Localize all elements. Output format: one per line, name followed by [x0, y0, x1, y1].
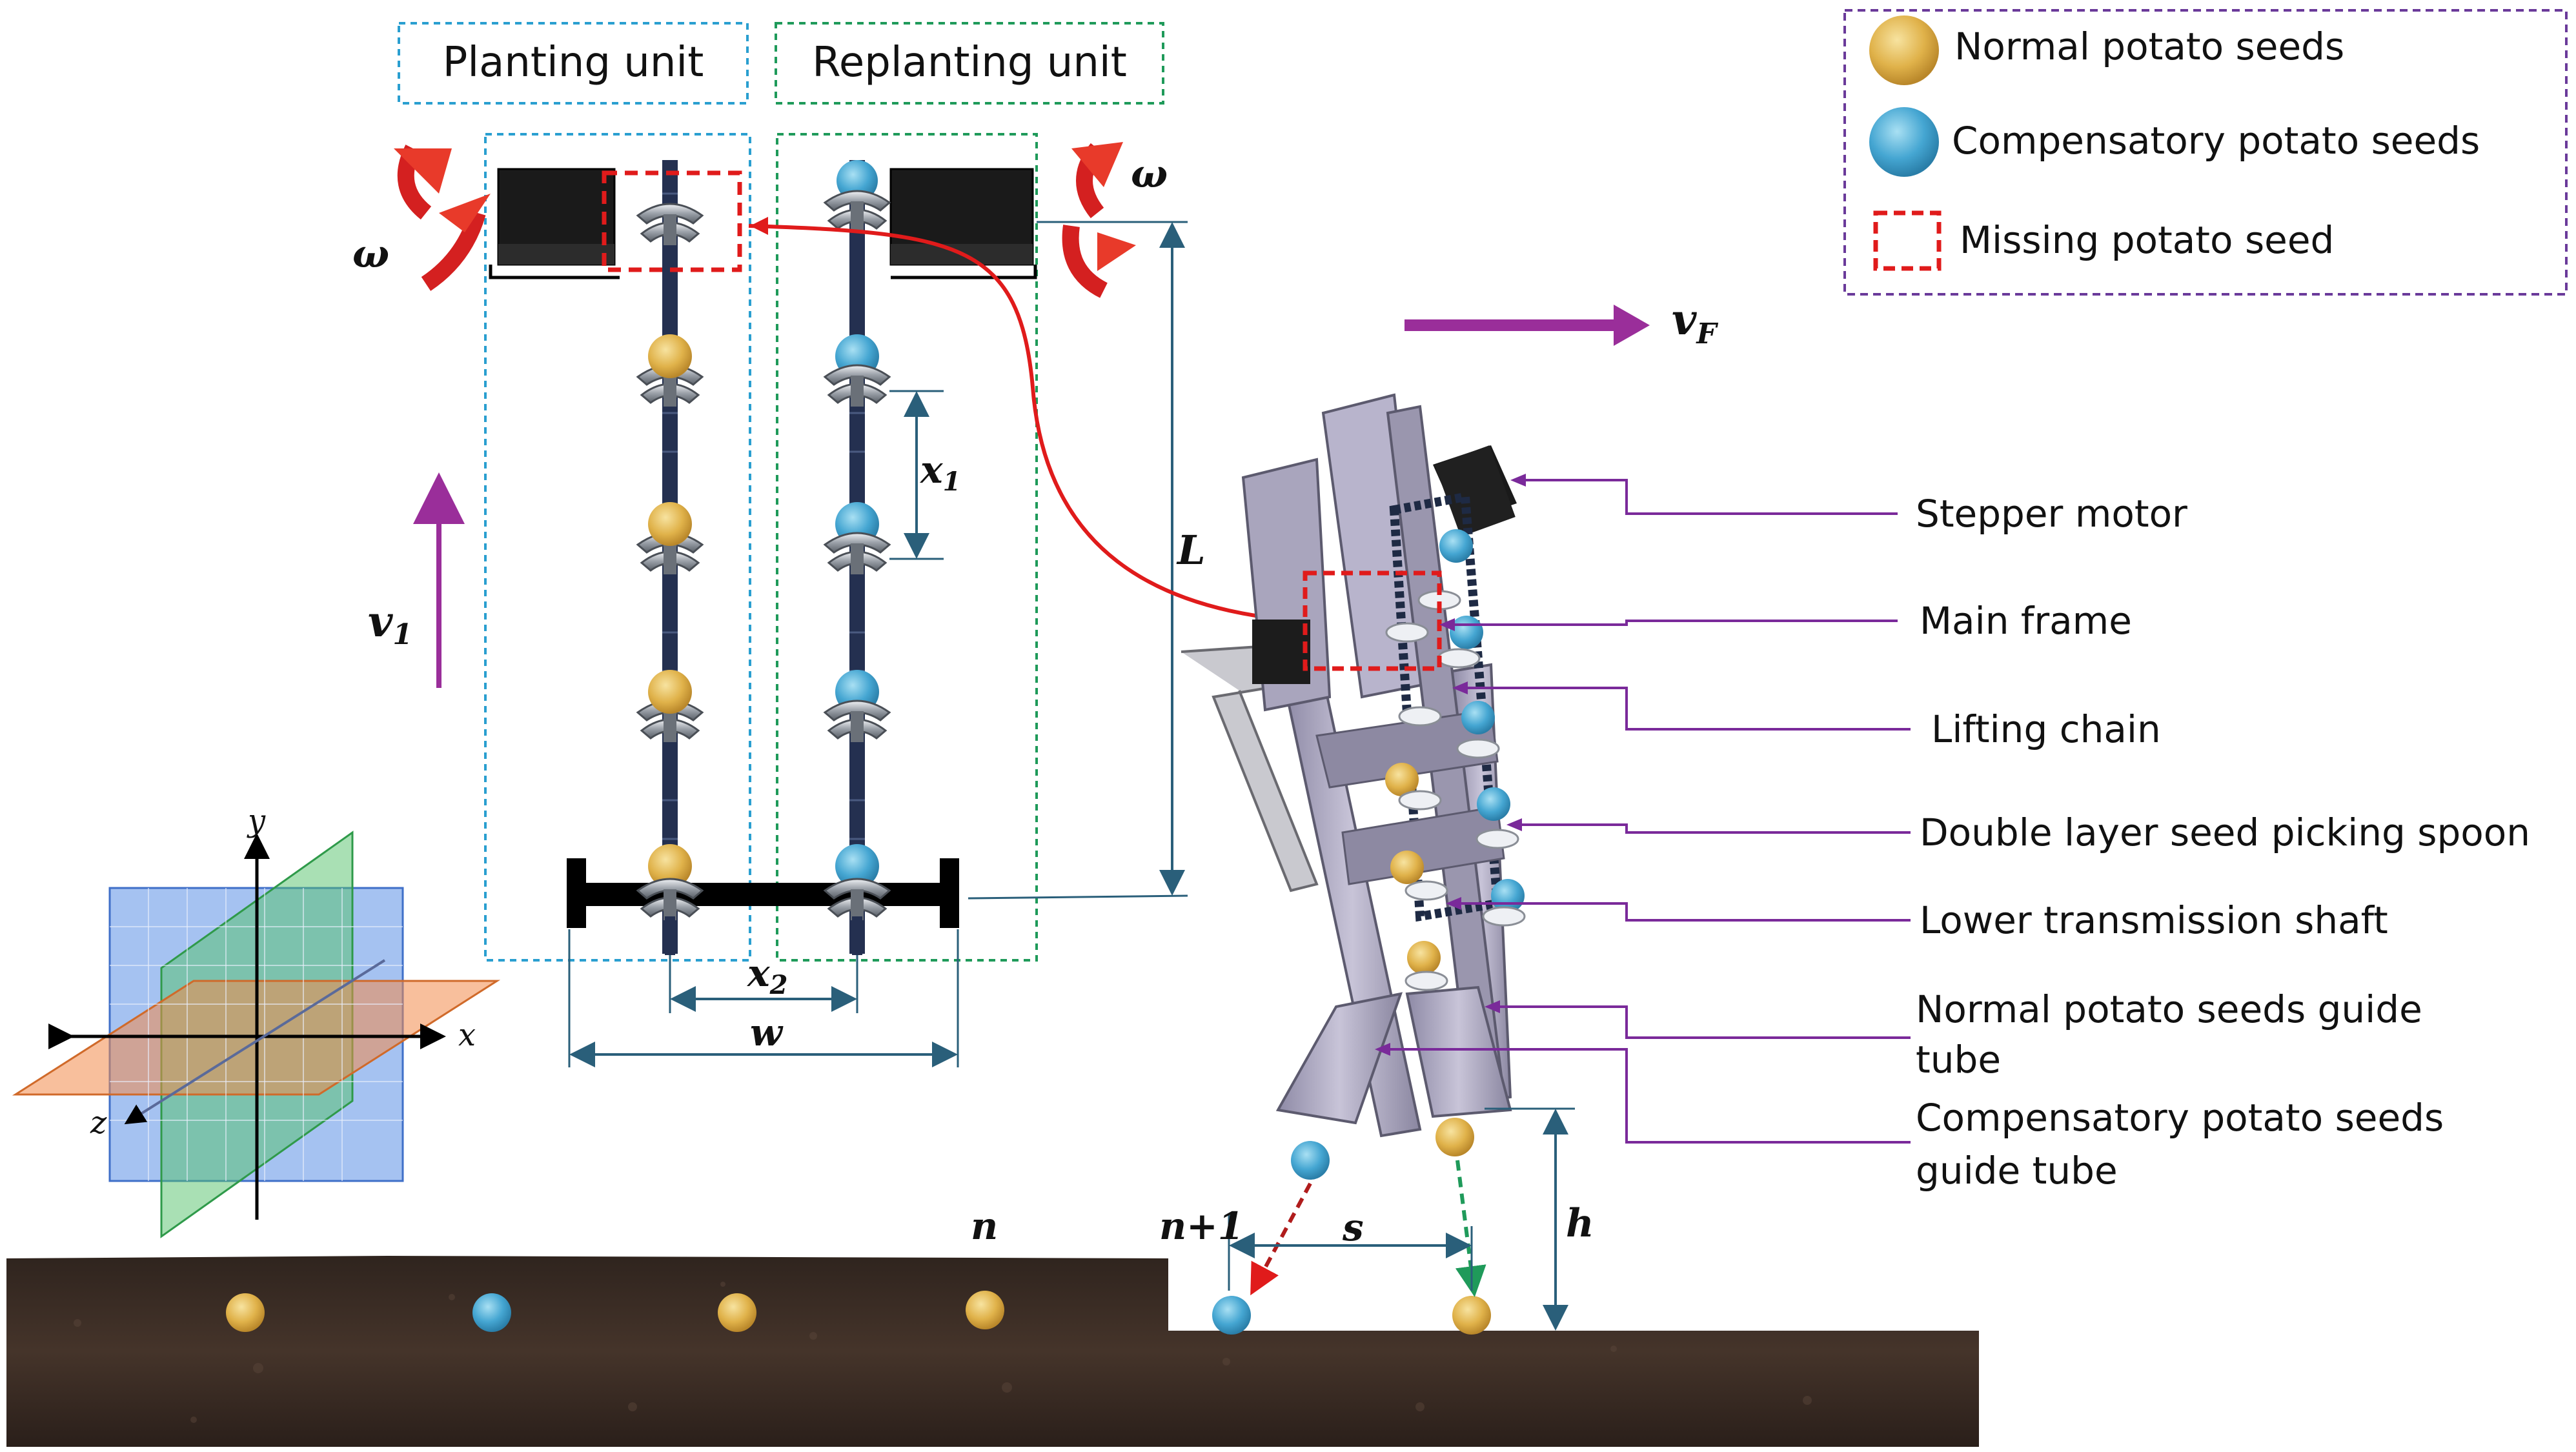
rotation-arrow-right: [1062, 142, 1136, 298]
leader-compensatory-tube: [1381, 1048, 1911, 1144]
L-label: L: [1176, 527, 1206, 574]
omega-right-label: ω: [1131, 152, 1168, 197]
soil-surface: [6, 1256, 1979, 1447]
axis-z-label: z: [90, 1105, 107, 1141]
replanting-spoon-2: [824, 532, 891, 576]
replanting-unit-title: Replanting unit: [812, 39, 1127, 86]
potato-planter-machine-3d: [1181, 393, 1526, 1138]
h-label: h: [1566, 1201, 1594, 1246]
falling-compensatory-seed: [1291, 1141, 1330, 1180]
leader-normal-tube: [1491, 1005, 1911, 1039]
callout-compensatory-tube-line2: guide tube: [1916, 1149, 2118, 1193]
normal-seed: [648, 844, 692, 888]
callout-double-layer-spoon: Double layer seed picking spoon: [1920, 811, 2530, 854]
n-plus-1-label: n+1: [1159, 1204, 1244, 1248]
n-label: n: [971, 1204, 998, 1248]
replanting-unit-header-box: [775, 22, 1164, 105]
missing-seed-marker: [602, 170, 742, 272]
callout-lower-transmission-shaft: Lower transmission shaft: [1920, 898, 2388, 942]
leader-stepper-motor: [1517, 479, 1898, 515]
callout-main-frame: Main frame: [1920, 599, 2132, 643]
compensatory-seed: [837, 160, 878, 201]
compensatory-seed-guide-tube: [1275, 992, 1403, 1125]
planted-normal-seed: [1452, 1296, 1491, 1335]
lower-transmission-shaft: [567, 858, 959, 928]
normal-drop-path: [1455, 1160, 1486, 1297]
falling-normal-seed: [1435, 1118, 1474, 1156]
callout-lifting-chain: Lifting chain: [1931, 707, 2161, 751]
leader-main-frame: [1446, 620, 1898, 626]
compensatory-drop-path: [1250, 1182, 1312, 1296]
legend-box: [1843, 9, 2568, 296]
callout-compensatory-tube-line1: Compensatory potato seeds: [1916, 1096, 2444, 1140]
stepper-motor-3d: [1434, 445, 1516, 537]
x1-label: x1: [919, 448, 960, 497]
planting-unit-frame: [484, 133, 751, 962]
planting-stepper-motor: [489, 168, 620, 279]
axis-x-label: x: [458, 1017, 476, 1053]
x2-label: x2: [746, 951, 787, 1000]
planting-spoon-empty: [636, 203, 704, 247]
callout-normal-tube-line1: Normal potato seeds guide: [1916, 987, 2422, 1031]
planted-normal-seed: [718, 1293, 756, 1332]
rotation-arrow-left: [394, 145, 491, 291]
leader-lifting-chain: [1459, 687, 1911, 731]
replanting-spoon-top: [824, 190, 891, 234]
planted-compensatory-seed: [472, 1293, 511, 1332]
normal-seed: [648, 670, 692, 714]
legend: Normal potato seeds Compensatory potato …: [1843, 9, 2568, 296]
coordinate-system: y x z: [12, 803, 501, 1238]
left-motor-3d: [1252, 620, 1310, 684]
legend-missing-seed-icon: [1873, 210, 1942, 271]
soil-ground: [6, 1256, 1979, 1447]
legend-missing-label: Missing potato seed: [1960, 218, 2334, 262]
replanting-unit-frame: [776, 133, 1038, 962]
planting-unit-title: Planting unit: [443, 39, 704, 86]
callout-normal-tube-line2: tube: [1916, 1038, 2001, 1082]
axis-y-label: y: [247, 803, 266, 839]
replanting-spoon-3: [824, 700, 891, 743]
callout-stepper-motor: Stepper motor: [1916, 492, 2187, 536]
leader-lower-shaft: [1452, 902, 1911, 922]
normal-seed: [648, 334, 692, 378]
w-label: w: [750, 1011, 784, 1054]
legend-compensatory-label: Compensatory potato seeds: [1952, 119, 2480, 163]
planting-unit-header-box: [398, 22, 749, 105]
machine-missing-seed-marker: [1303, 570, 1442, 671]
vF-label: vF: [1672, 294, 1718, 350]
planted-normal-seed: [226, 1293, 265, 1332]
planted-compensatory-seed: [1212, 1296, 1251, 1335]
planted-normal-seed: [966, 1291, 1004, 1329]
s-label: s: [1342, 1205, 1364, 1249]
replanting-stepper-motor: [889, 168, 1037, 279]
legend-normal-seed-icon: [1869, 15, 1939, 85]
leader-spoon: [1513, 823, 1911, 834]
compensatory-seed: [835, 844, 879, 888]
omega-left-label: ω: [352, 232, 389, 277]
v1-label: v1: [368, 596, 412, 651]
missing-seed-link-curve: [748, 224, 1285, 621]
legend-normal-label: Normal potato seeds: [1954, 25, 2344, 68]
replanting-spoon-1: [824, 364, 891, 408]
legend-compensatory-seed-icon: [1869, 107, 1939, 177]
normal-seed: [648, 502, 692, 546]
